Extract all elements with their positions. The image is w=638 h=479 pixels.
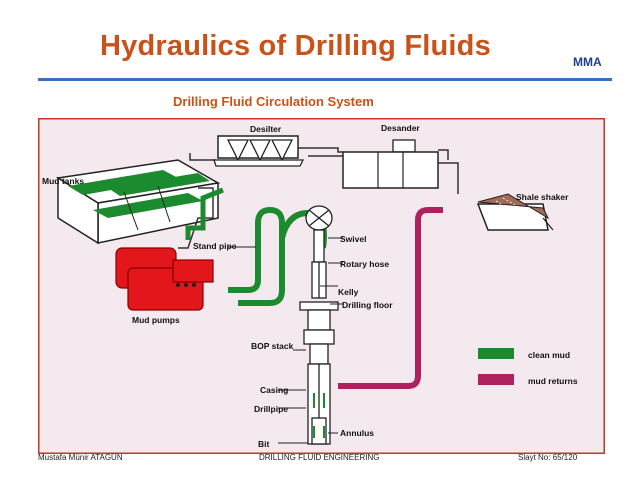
footer-slide-number: Slayt No: 65/120 [518,453,578,462]
title-divider [38,78,612,81]
suction-clean-line [185,187,224,240]
legend-label-clean-mud: clean mud [528,350,570,360]
diagram-subtitle: Drilling Fluid Circulation System [173,94,374,109]
mud-returns-line [338,207,443,389]
label-drilling-floor: Drilling floor [342,300,393,310]
label-stand-pipe: Stand pipe [193,241,237,251]
label-desander: Desander [381,123,420,133]
desilter [213,135,305,167]
footer-course: DRILLING FLUID ENGINEERING [259,453,380,462]
author-badge: MMA [573,55,602,69]
mud-tanks [55,159,221,245]
label-bop-stack: BOP stack [251,341,294,351]
circulation-diagram: Desilter Desander Mud tanks Shale shaker [36,116,607,456]
label-annulus: Annulus [340,428,374,438]
label-rotary-hose: Rotary hose [340,259,389,269]
mud-pumps [115,247,214,311]
legend-swatch-mud-returns [478,374,514,385]
legend: clean mud mud returns [478,348,578,386]
legend-swatch-clean-mud [478,348,514,359]
derrick-assembly [299,205,339,445]
label-mud-tanks: Mud tanks [42,176,84,186]
label-shale-shaker: Shale shaker [516,192,569,202]
label-mud-pumps: Mud pumps [132,315,180,325]
label-drillpipe: Drillpipe [254,404,288,414]
label-casing: Casing [260,385,288,395]
return-pipes [189,147,459,194]
label-desilter: Desilter [250,124,282,134]
desander [342,139,439,189]
label-swivel: Swivel [340,234,366,244]
label-bit: Bit [258,439,270,449]
slide-title: Hydraulics of Drilling Fluids [100,30,491,62]
footer-author: Mustafa Münir ATAGÜN [38,453,123,462]
shale-shaker [476,193,554,231]
label-kelly: Kelly [338,287,359,297]
wellbore-flow [313,393,325,438]
leader-lines [228,237,343,444]
stand-pipe-line [228,206,285,306]
legend-label-mud-returns: mud returns [528,376,578,386]
